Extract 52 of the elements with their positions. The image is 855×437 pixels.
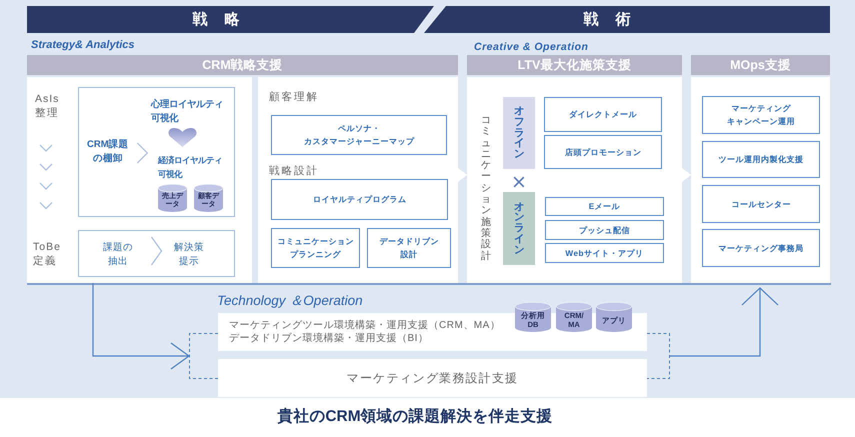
caption: 貴社のCRM領域の課題解決を伴走支援	[277, 407, 553, 427]
panel-title: MOps支援	[730, 58, 791, 72]
header-banner: 戦術	[424, 6, 830, 33]
service-box: Eメール	[545, 197, 664, 216]
service-panel: マーケティング業務設計支援	[218, 359, 647, 397]
panel-title: CRM戦略支援	[202, 58, 283, 72]
subheading: 戦略設計	[269, 165, 319, 178]
category-band: オンライン	[503, 192, 535, 265]
dashed-bracket	[189, 333, 218, 379]
step-label: 心理ロイヤルティ可視化	[151, 97, 223, 125]
arrow	[670, 287, 778, 357]
chevron-arrow	[151, 236, 162, 266]
section-heading: Strategy& Analytics	[31, 39, 135, 52]
service-box: マーケティングキャンペーン運用	[702, 96, 820, 134]
panel	[467, 55, 682, 283]
dashed-bracket	[647, 333, 670, 379]
service-box: ツール運用内製化支援	[702, 141, 820, 178]
row-label: ToBe定義	[33, 240, 61, 268]
step-label: CRM課題の棚卸	[87, 138, 129, 166]
service-box: プッシュ配信	[545, 220, 664, 240]
step-label: 課題の抽出	[103, 241, 133, 269]
triangle-arrow	[458, 168, 467, 182]
panel-title: LTV最大化施策支援	[518, 58, 632, 72]
service-box: Webサイト・アプリ	[545, 243, 664, 263]
service-box: 店頭プロモーション	[544, 135, 662, 169]
service-box: データドリブン設計	[367, 228, 451, 268]
service-text: データドリブン環境構築・運用支援（BI）	[229, 332, 428, 345]
multiply-sign: ×	[511, 173, 527, 192]
service-box: コールセンター	[702, 185, 820, 223]
row-label: AsIs整理	[35, 92, 60, 120]
service-panel	[218, 313, 647, 351]
section-heading: Creative & Operation	[474, 41, 588, 54]
service-text: マーケティングツール環境構築・運用支援（CRM、MA）	[229, 319, 500, 332]
service-box: コミュニケーションプランニング	[271, 228, 360, 268]
group-box	[78, 87, 235, 217]
category-band: オフライン	[503, 97, 535, 169]
triangle-arrow	[682, 168, 691, 182]
service-box: ペルソナ・カスタマージャーニーマップ	[271, 115, 447, 155]
panel	[691, 55, 830, 283]
group-box	[78, 230, 235, 277]
chevron-arrow	[136, 142, 148, 164]
step-label: 経済ロイヤルティ可視化	[158, 153, 222, 181]
arrow	[92, 283, 190, 370]
section-heading: Technology ＆Operation	[217, 293, 363, 310]
panel	[27, 55, 458, 283]
header-banner: 戦略	[27, 6, 434, 33]
vertical-heading: コミュニケーション施策設計	[481, 115, 491, 262]
service-box: マーケティング事務局	[702, 229, 820, 267]
subheading: 顧客理解	[269, 91, 319, 104]
step-label: 解決策提示	[174, 241, 204, 269]
service-box: ロイヤルティプログラム	[271, 179, 448, 220]
service-box: ダイレクトメール	[544, 97, 662, 132]
